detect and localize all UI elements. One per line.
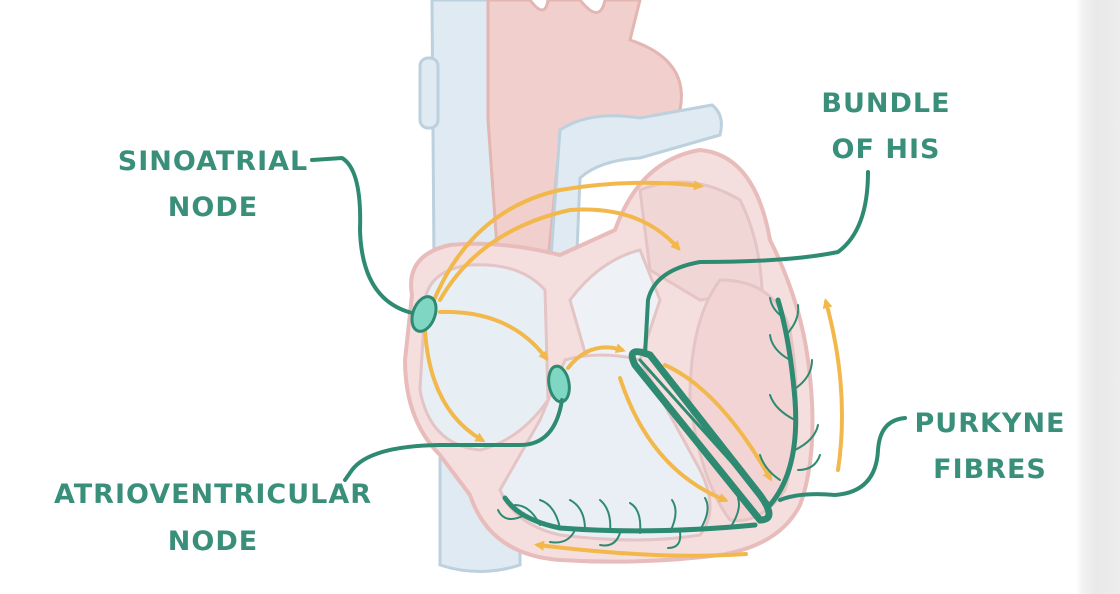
label-bundle-of-his: BUNDLE OF HIS — [821, 88, 950, 165]
purkyne-leader — [778, 416, 907, 502]
heart-conduction-diagram: SINOATRIAL NODE ATRIOVENTRICULAR NODE BU… — [54, 0, 1065, 573]
bundle-leader — [643, 170, 870, 357]
svg-text:NODE: NODE — [168, 192, 258, 223]
svg-text:BUNDLE: BUNDLE — [821, 88, 950, 119]
arrow-icon — [566, 343, 626, 370]
scrollbar-shadow — [1076, 0, 1082, 594]
arrow-icon — [663, 363, 772, 482]
svg-text:ATRIOVENTRICULAR: ATRIOVENTRICULAR — [54, 479, 372, 510]
scrollbar[interactable] — [1082, 0, 1120, 594]
purkyne-branch-left — [502, 495, 758, 534]
svg-text:FIBRES: FIBRES — [933, 454, 1047, 485]
label-purkyne-fibres: PURKYNE FIBRES — [914, 408, 1065, 485]
pulmonary-artery — [546, 103, 723, 302]
svg-text:OF HIS: OF HIS — [832, 134, 941, 165]
impulse-arrows — [423, 180, 844, 558]
sinoatrial-leader — [310, 155, 414, 315]
arrow-icon — [534, 540, 748, 558]
svg-text:SINOATRIAL: SINOATRIAL — [118, 146, 308, 177]
arrow-icon — [438, 207, 681, 302]
atrioventricular-leader — [343, 398, 564, 482]
sinoatrial-node — [410, 295, 438, 333]
label-sinoatrial-node: SINOATRIAL NODE — [118, 146, 308, 223]
svg-text:NODE: NODE — [168, 526, 258, 557]
arrow-icon — [618, 376, 729, 503]
arrow-icon — [430, 180, 704, 307]
arrow-icon — [438, 309, 549, 362]
label-atrioventricular-node: ATRIOVENTRICULAR NODE — [54, 479, 372, 557]
conduction-system — [497, 297, 821, 549]
arrow-icon — [822, 298, 844, 472]
purkyne-branch-right — [767, 297, 799, 508]
svg-text:PURKYNE: PURKYNE — [914, 408, 1065, 439]
arrow-icon — [423, 328, 486, 443]
